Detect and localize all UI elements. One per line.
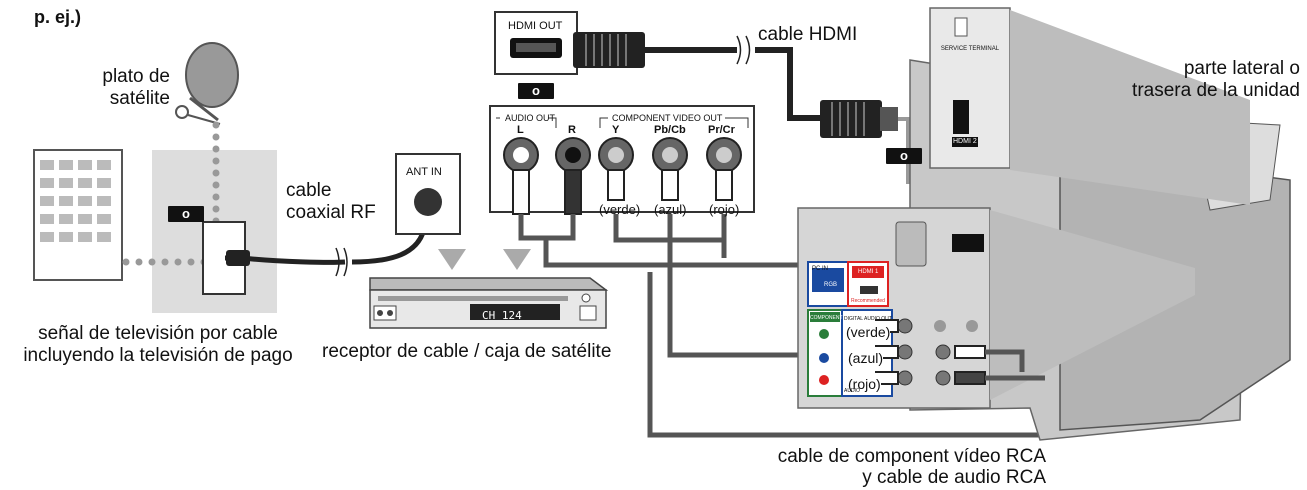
satellite-dish-icon (175, 42, 239, 125)
receiver-display: CH 124 (482, 309, 522, 322)
audio-port-label: AUDIO (844, 388, 860, 394)
audio-r-label: R (568, 124, 576, 136)
tv-side-projection (1010, 10, 1250, 205)
satellite-dish-label-1: plato de (102, 66, 170, 87)
component-cable-label-2: y cable de audio RCA (862, 467, 1046, 488)
pc-in-label: PC IN (812, 266, 829, 272)
color-rojo-label: (rojo) (709, 202, 740, 217)
y-label: Y (612, 124, 620, 136)
rgb-label: RGB (824, 282, 838, 288)
rca-jacks (503, 137, 742, 173)
or-marker-1: o (168, 206, 204, 222)
component-audio-cables (518, 214, 1048, 438)
or-marker-2: o (518, 83, 554, 99)
digital-audio-out-label: DIGITAL AUDIO OUT (844, 316, 892, 322)
rca-plugs (512, 169, 733, 215)
color-verde-label: (verde) (599, 202, 641, 217)
satellite-dish-label-2: satélite (109, 88, 170, 109)
hdmi-out-label: HDMI OUT (508, 20, 563, 32)
hdmi2-label: HDMI 2 (952, 137, 978, 147)
arrow-av (503, 249, 531, 270)
building-icon (33, 149, 123, 281)
cable-receiver-box (369, 277, 609, 329)
component-cable-label-1: cable de component vídeo RCA (777, 446, 1046, 467)
rf-cable-label-2: coaxial RF (286, 202, 376, 223)
unit-side-label-2: trasera de la unidad (1132, 80, 1300, 101)
ant-in-port[interactable] (414, 188, 442, 216)
rf-cable-label-1: cable (286, 180, 332, 201)
tv-hdmi2-port[interactable] (953, 100, 969, 134)
header-fragment: p. ej.) (34, 7, 82, 27)
cable-signal-label-1: señal de televisión por cable (38, 323, 278, 344)
audio-out-label: AUDIO OUT (505, 113, 556, 123)
component-video-out-label: COMPONENT VIDEO OUT (612, 113, 723, 123)
tv-back-projection (990, 210, 1195, 400)
receiver-label: receptor de cable / caja de satélite (322, 341, 612, 362)
hdmi-cable (573, 32, 898, 138)
or-marker-3: o (886, 148, 922, 164)
tv-color-verde-label: (verde) (846, 321, 891, 343)
pbcb-label: Pb/Cb (654, 124, 686, 136)
recommended-label: Recommended (851, 298, 885, 304)
ant-in-label: ANT IN (406, 166, 442, 178)
tv-color-rojo-label: (rojo) (848, 373, 881, 395)
unit-side-label-1: parte lateral o (1183, 58, 1300, 79)
hdmi1-label: HDMI 1 (858, 269, 879, 275)
cable-signal-label-2: incluyendo la televisión de pago (23, 345, 293, 366)
hdmi-cable-label: cable HDMI (758, 24, 858, 45)
component-port-label: COMPONENT (810, 315, 843, 321)
arrow-ant (438, 249, 466, 270)
tv-hdmi1-port[interactable] (952, 234, 984, 252)
color-azul-label: (azul) (654, 202, 687, 217)
service-terminal-label: SERVICE TERMINAL (940, 46, 1000, 52)
tv-color-azul-label: (azul) (848, 347, 884, 369)
audio-l-label: L (517, 124, 524, 136)
prcr-label: Pr/Cr (708, 124, 735, 136)
